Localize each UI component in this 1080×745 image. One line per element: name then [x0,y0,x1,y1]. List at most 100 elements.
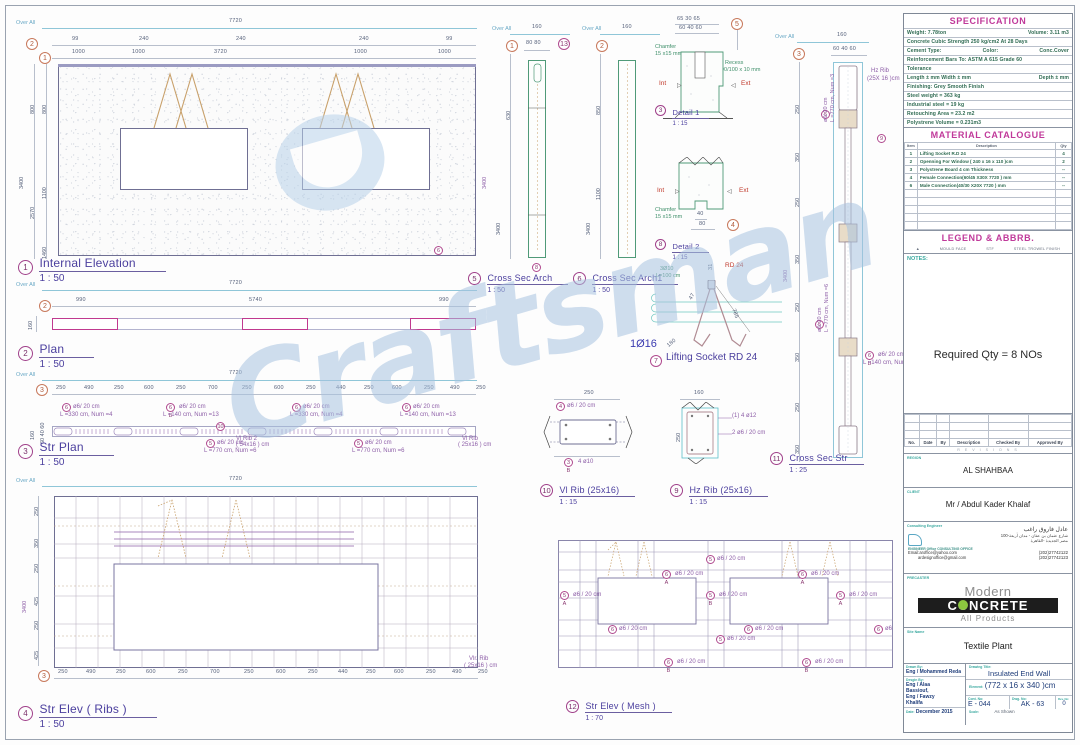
table-row: 1 Lifting Socket R.D 24 4 [904,149,1072,158]
table-header-row: No. Date By Description Checked By Appro… [904,438,1073,447]
section-mark-5[interactable]: 5 [731,18,743,30]
view-bubble[interactable]: 7 [650,355,662,367]
dim-label: 440 [336,385,346,391]
detail-bubble-9[interactable]: 9 [877,134,886,143]
rebar-bubble[interactable]: 5 [206,439,215,448]
rebar-bubble[interactable]: 6 A [662,570,671,586]
rib-label: Hz Rib [871,68,890,74]
view-title-internal-elevation: 1 Internal Elevation 1 : 50 [18,254,166,284]
dim-label: 800 [42,104,48,114]
table-row: 6 Male Connection(40/30 X20X 7720 ) mm -… [904,181,1072,190]
consultant-caption: Consulting Engineer [907,524,943,528]
chamfer-label: Chamfer [655,207,677,213]
dim-label: 350 [795,254,801,264]
view-scale: 1 : 70 [585,715,603,722]
rebar-bubble[interactable]: 3 B [564,458,573,474]
rebar-label: ø6 / 20 cm [677,659,706,665]
detail-bubble-8[interactable]: 8 [532,263,541,272]
chamfer-dim: 15 x15 mm [655,214,683,220]
section-mark-1[interactable]: 1 [506,40,518,52]
dim-label: 250 [676,432,682,442]
rebar-bubble[interactable]: 5 [716,635,725,644]
overall-label: Over All [582,26,602,32]
rebar-bubble[interactable]: 6 [62,403,71,412]
section-mark-2[interactable]: 2 [26,38,38,50]
window-opening [302,128,430,190]
section-mark-3[interactable]: 3 [793,48,805,60]
dim-label: 250 [366,669,376,675]
dim-label: 250 [176,385,186,391]
cell-qty: -- [1055,173,1072,182]
spec-color: Color: [982,48,999,54]
section-mark-4[interactable]: 4 [727,219,739,231]
section-mark-3[interactable]: 3 [36,384,48,396]
client-caption: CLIENT [907,490,920,494]
footer-codes-row: Cont. No: E - 044 Dwg. No: AK - 63 Rev. … [966,696,1072,709]
dim-label: 250 [795,104,801,114]
view-internal-elevation: Over All 7720 99 240 240 240 99 1000 100… [14,14,488,264]
table-row [904,221,1072,230]
dim-label: 1000 [132,49,146,55]
section-mark-3[interactable]: 3 [38,670,50,682]
rebar-label: 2 ø6 / 20 cm [732,430,766,436]
dim-label: 250 [56,385,66,391]
dim-label: 250 [476,385,486,391]
detail-bubble-10[interactable]: 10 [216,422,225,431]
spec-lw: Length ± mm Width ± mm [907,75,972,81]
view-bubble: 8 [655,239,666,250]
spec-row: Weight: 7.78ton Volume: 3.11 m3 [904,28,1072,37]
section-mark-1[interactable]: 1 [39,52,51,64]
table-row [904,422,1073,431]
dim-label: 31 [708,263,714,270]
wall-section [528,60,546,258]
rebar-bubble[interactable]: 5 [821,110,830,119]
rebar-bubble[interactable]: 5 [815,320,824,329]
rebar-bubble[interactable]: 6 [402,403,411,412]
col-checked-by: Checked By [987,438,1029,447]
section-mark-2[interactable]: 2 [596,40,608,52]
rebar-bubble[interactable]: 6 B [664,658,673,674]
view-scale: 1 : 50 [39,719,65,730]
rebar-bubble[interactable]: 4 [556,402,565,411]
rebar-bubble[interactable]: 6 B [865,351,874,367]
dwg-title-caption: Drawing Title: [969,665,992,669]
rebar-bubble[interactable]: 6 B [802,658,811,674]
consultant-logo-icon [908,534,922,546]
dim-label: 250 [58,669,68,675]
rebar-bubble[interactable]: 6 [874,625,883,634]
dim-label: 250 [364,385,374,391]
legend-mould-face: MOULD FACE [939,247,967,251]
cont-no-cell: Cont. No: E - 044 [966,696,1010,709]
section-mark-2[interactable]: 2 [39,300,51,312]
cell-item: 1 [904,149,918,158]
rebar-bubble[interactable]: 5 B [706,591,715,607]
rebar-length: L =770 cm, Num =6 [352,448,405,454]
detail-bubble-13[interactable]: 13 [558,38,570,50]
consultant-arabic-city: مصر الجديدة -القاهرة [1030,538,1068,543]
mould-face-icon: ▲ [915,247,920,251]
dim-label: 250 [34,563,40,573]
view-name: Detail 1 [672,108,710,119]
view-name: Str Elev ( Mesh ) [585,701,672,713]
sheet-border [5,5,1075,740]
rebar-bubble[interactable]: 6 [744,625,753,634]
detail-bubble-6[interactable]: 6 [434,246,443,255]
rebar-bubble[interactable]: 6 B [166,403,175,419]
rebar-bubble[interactable]: 6 [292,403,301,412]
dim-label: 490 [86,669,96,675]
rebar-bubble[interactable]: 6 A [798,570,807,586]
rebar-label: ø6/ 20 cm [303,404,330,410]
int-label: Int [659,80,667,87]
dim-label: 600 [392,385,402,391]
dim-label: 250 [424,385,434,391]
rebar-bubble[interactable]: 5 A [560,591,569,607]
rebar-bubble[interactable]: 5 [354,439,363,448]
rebar-label: ø6 / 20 cm [719,592,748,598]
rebar-bubble[interactable]: 5 [706,555,715,564]
dim-label: 1000 [438,49,452,55]
dim-label: 700 [210,669,220,675]
rebar-bubble[interactable]: 5 A [836,591,845,607]
legend-steel-trowel: STEEL TROWEL FINISH [1013,247,1061,251]
rebar-bubble[interactable]: 6 [608,625,617,634]
dim-label: 600 [146,669,156,675]
